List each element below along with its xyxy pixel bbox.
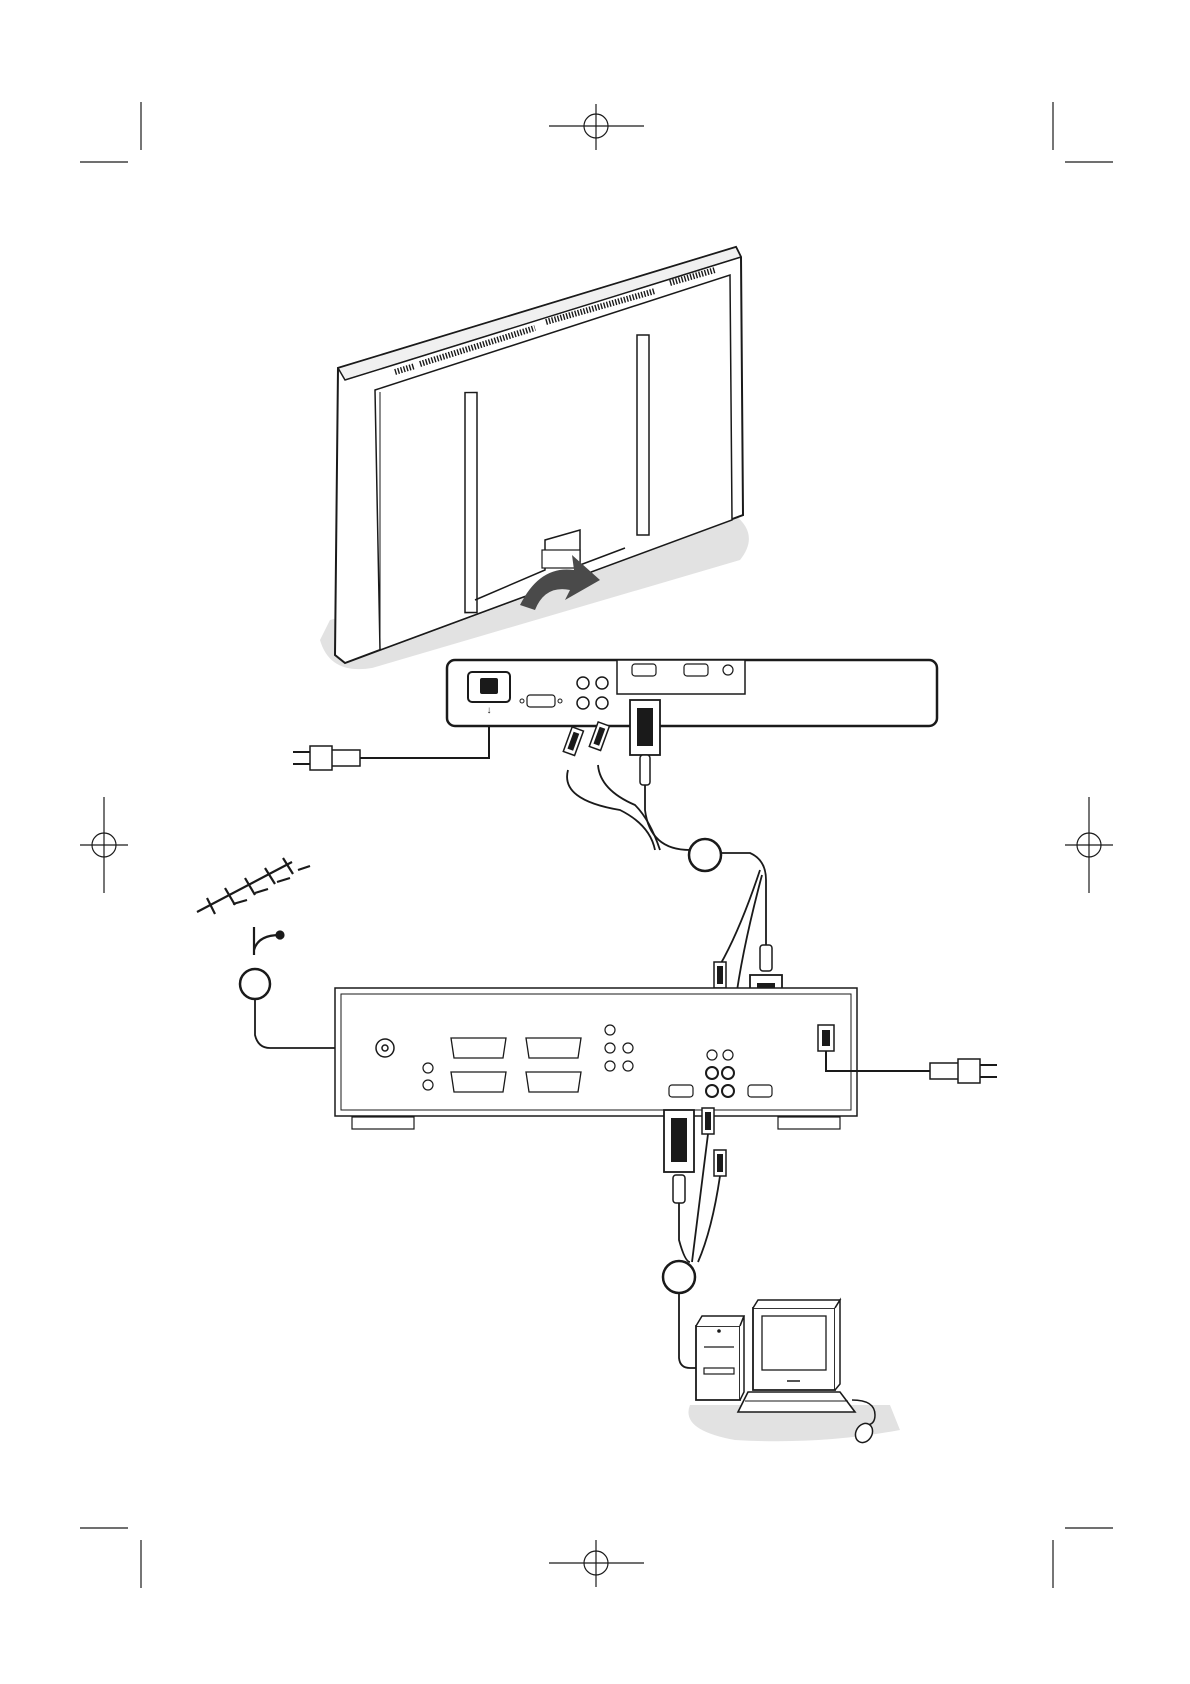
computer-tower <box>696 1316 744 1400</box>
connection-step-circle <box>689 839 721 871</box>
monitor-connector-panel: ↓ <box>447 660 937 726</box>
registration-mark-icon <box>80 797 128 893</box>
svg-text:↓: ↓ <box>487 705 492 716</box>
vga-cable-with-audio <box>563 700 782 1035</box>
computer <box>688 1300 900 1446</box>
keyboard <box>738 1392 855 1412</box>
registration-mark-icon <box>549 104 644 150</box>
receiver-box <box>335 988 857 1129</box>
connection-step-circle <box>663 1261 695 1293</box>
monitor-rear <box>320 247 749 669</box>
connection-step-circle <box>240 969 270 999</box>
computer-monitor <box>753 1300 840 1390</box>
registration-mark-icon <box>1065 797 1113 893</box>
plug-icon <box>293 726 489 770</box>
registration-mark-icon <box>549 1540 644 1587</box>
